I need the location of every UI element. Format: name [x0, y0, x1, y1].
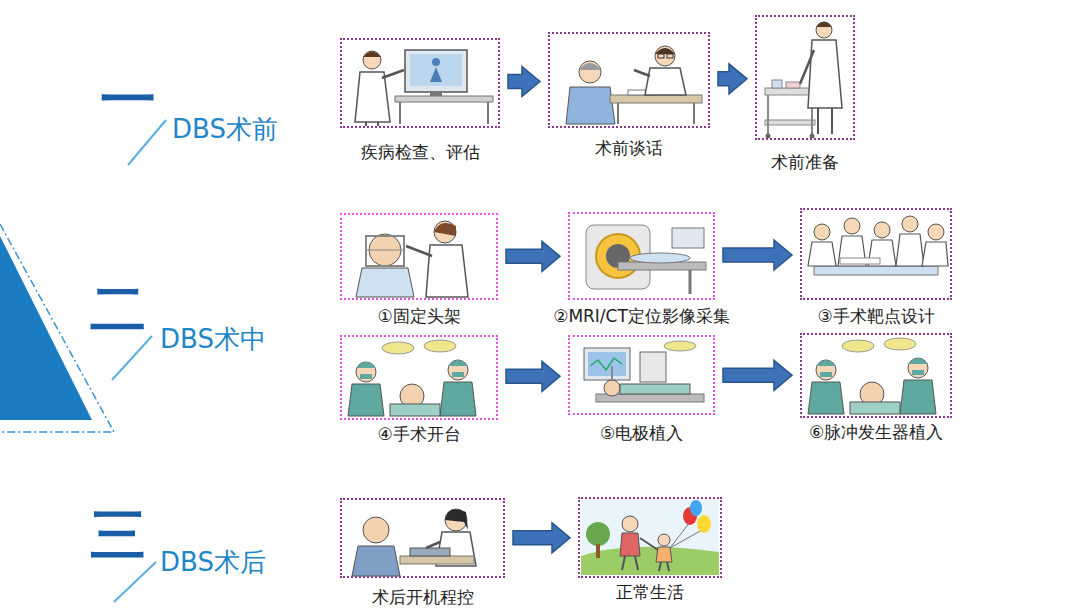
step-caption: ⑤电极植入: [600, 423, 683, 443]
step-box: ④手术开台: [340, 335, 498, 420]
step-caption: ①固定头架: [377, 306, 460, 326]
step-box: ①固定头架: [340, 213, 498, 300]
block-arrow: [506, 361, 560, 391]
step-caption: 术前谈话: [595, 138, 663, 158]
section-title: DBS术前: [172, 116, 278, 142]
step-caption: 疾病检查、评估: [361, 142, 480, 162]
step-box: ②MRI/CT定位影像采集: [568, 212, 715, 300]
block-arrow: [508, 67, 540, 97]
step-box: ⑥脉冲发生器植入: [800, 333, 952, 418]
block-arrow: [718, 64, 747, 94]
step-caption: ⑥脉冲发生器植入: [809, 422, 943, 442]
block-arrow: [723, 240, 792, 270]
step-caption: 术后开机程控: [372, 587, 474, 607]
step-box: 术后开机程控: [340, 498, 505, 578]
step-box: 术前准备: [755, 15, 855, 140]
section-numeral: 三: [90, 507, 146, 563]
step-caption: ③手术靶点设计: [817, 306, 934, 326]
step-caption: 正常生活: [616, 582, 684, 602]
block-arrow: [513, 523, 570, 553]
step-box: ⑤电极植入: [568, 335, 715, 415]
step-caption: 术前准备: [771, 152, 839, 172]
block-arrow: [506, 241, 560, 271]
step-caption: ②MRI/CT定位影像采集: [553, 306, 730, 326]
step-box: 疾病检查、评估: [340, 38, 500, 128]
section-numeral: 二: [90, 281, 146, 337]
step-caption: ④手术开台: [377, 424, 460, 444]
step-box: 正常生活: [578, 497, 722, 578]
section-title: DBS术中: [160, 326, 266, 352]
section-title: DBS术后: [160, 549, 266, 575]
step-box: 术前谈话: [548, 32, 710, 128]
block-arrow: [723, 360, 792, 390]
step-box: ③手术靶点设计: [800, 208, 952, 300]
section-numeral: 一: [100, 72, 156, 128]
